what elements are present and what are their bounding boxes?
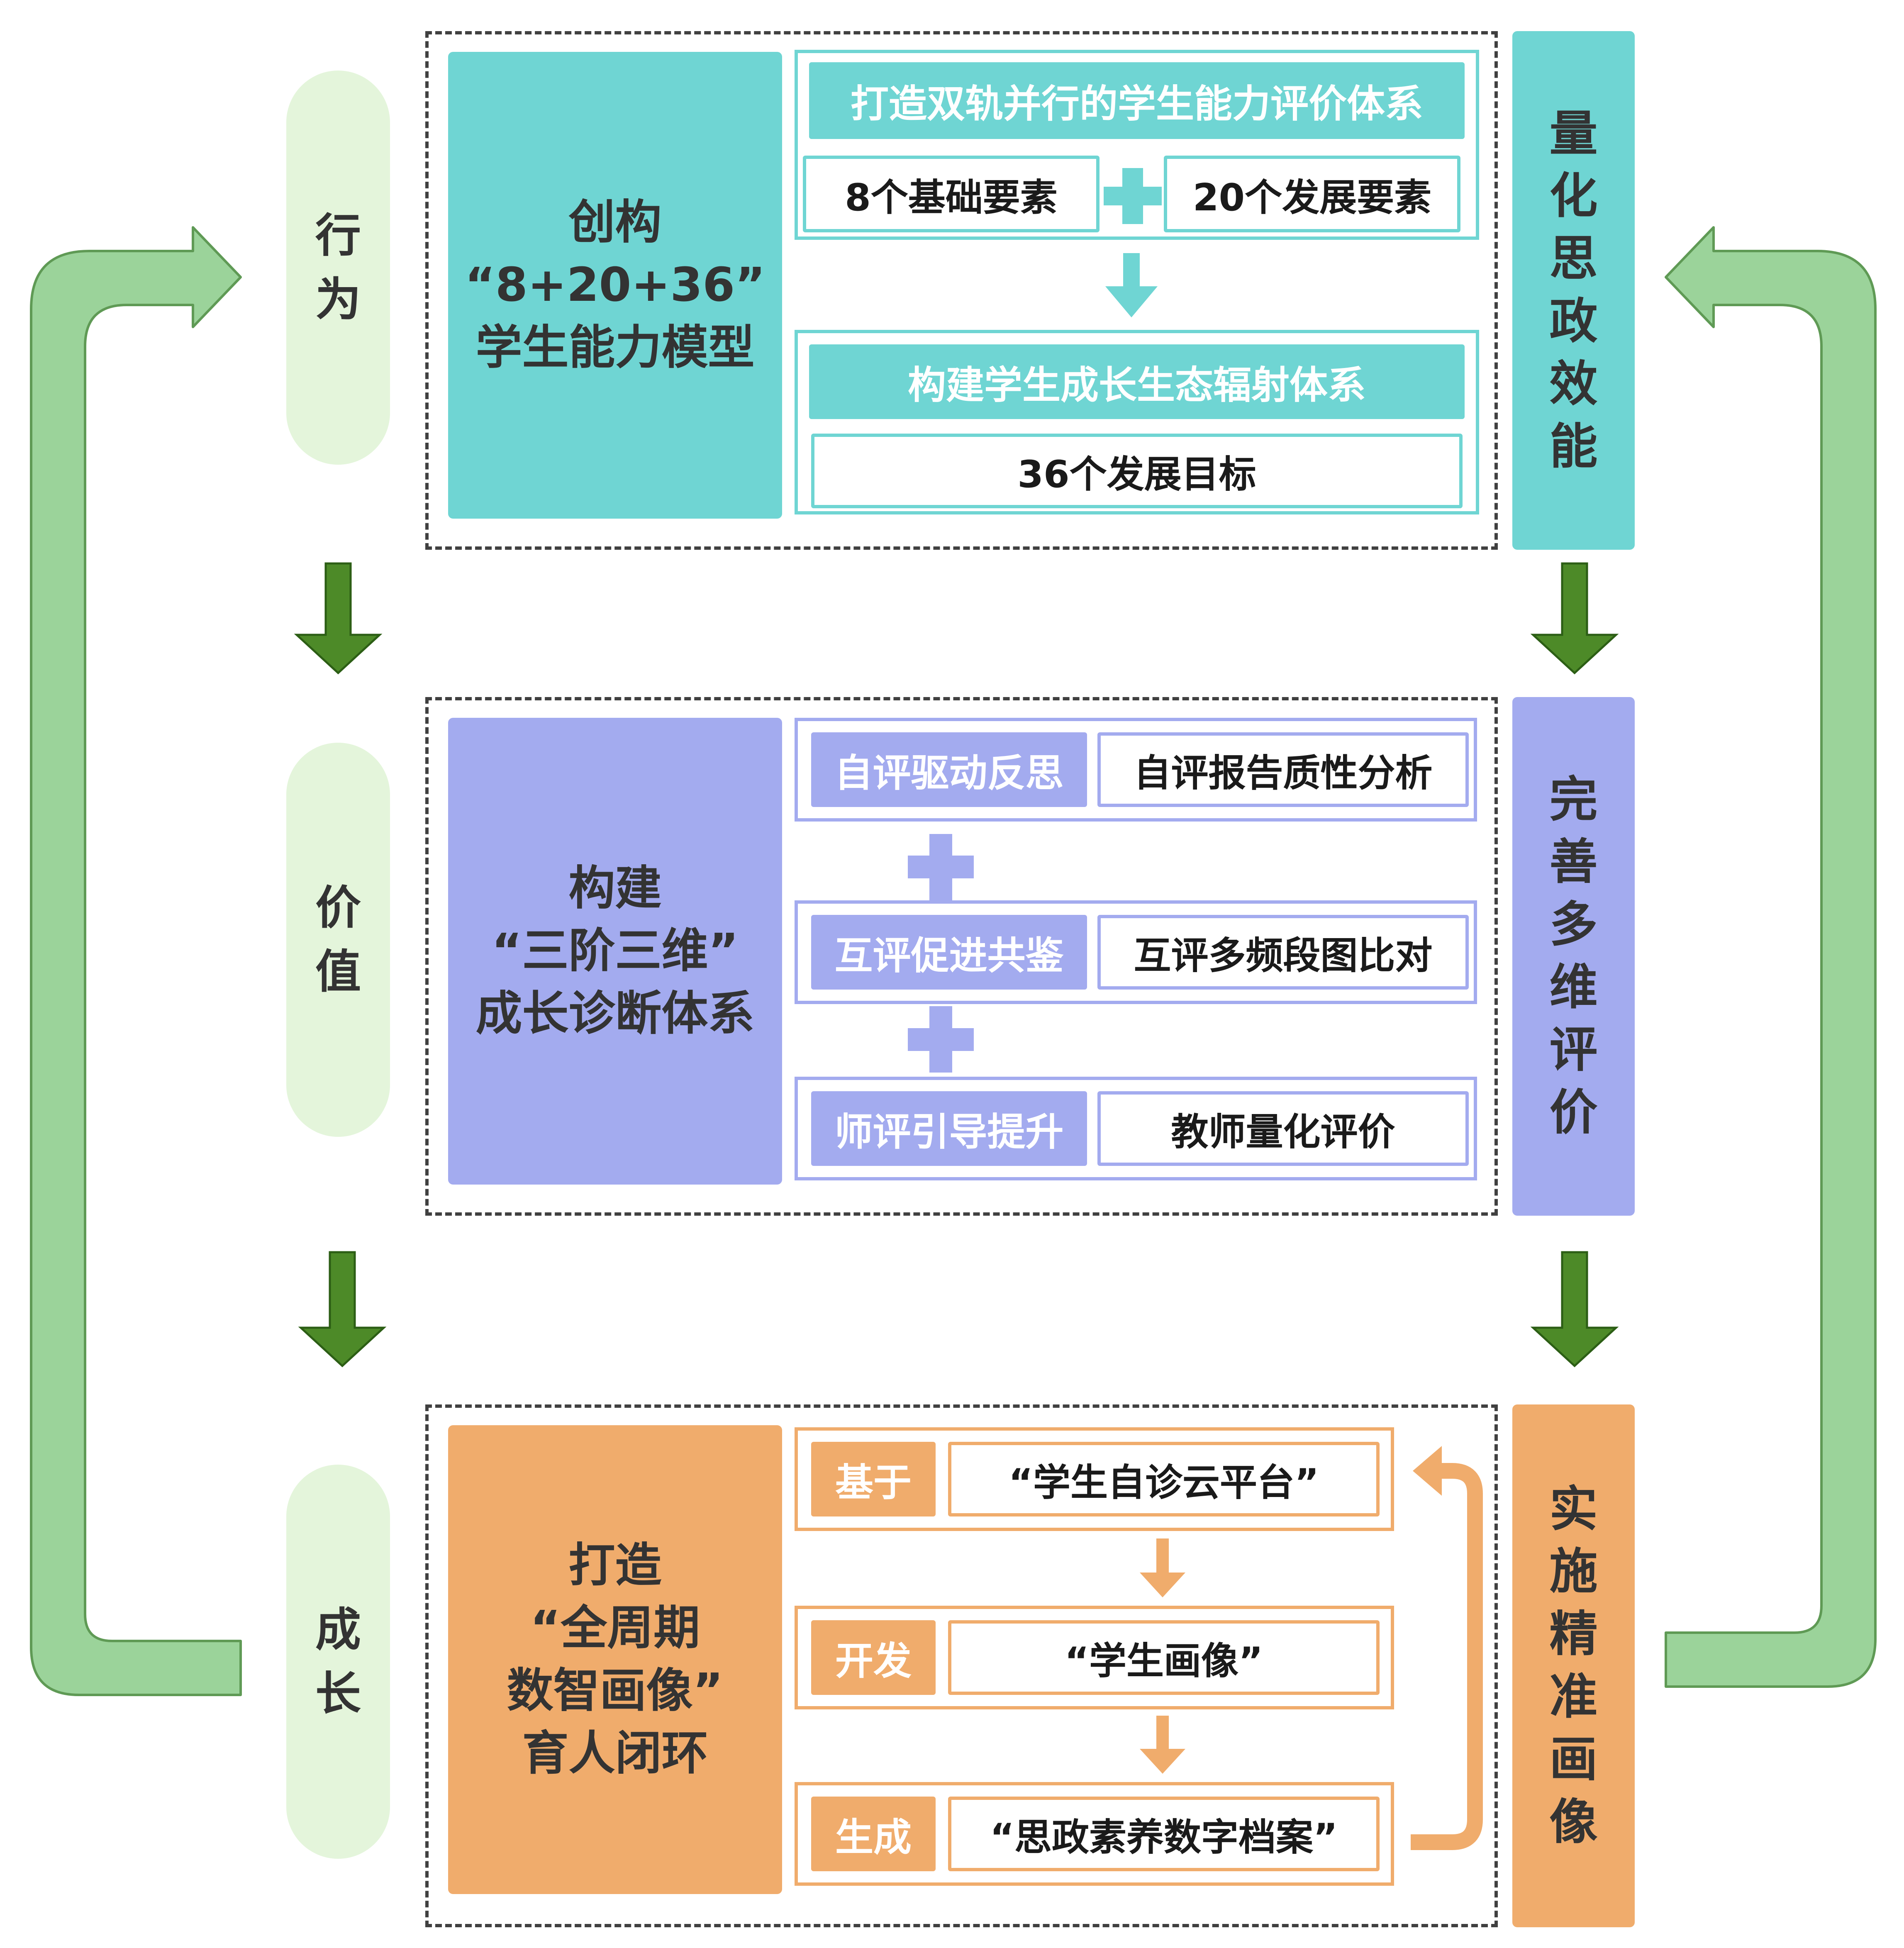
- stage-pill-behavior: 行 为: [286, 71, 390, 465]
- ecosystem-header: 构建学生成长生态辐射体系: [809, 344, 1465, 419]
- section-portrait-loop: [425, 1404, 1498, 1927]
- plus-icon-purple-1: [908, 834, 974, 900]
- teacher-eval-box: 教师量化评价: [1097, 1091, 1469, 1166]
- orange-down-arrow-1: [1140, 1538, 1185, 1597]
- side-char: 维: [1549, 959, 1598, 1015]
- ecosystem-frame: [795, 330, 1479, 514]
- plus-icon-purple-2: [908, 1006, 974, 1073]
- side-char: 效: [1549, 356, 1598, 412]
- stage-char: 为: [315, 273, 361, 326]
- side-char: 能: [1549, 418, 1598, 475]
- left-down-arrow-1: [294, 562, 383, 675]
- development-elements-box: 20个发展要素: [1164, 156, 1460, 232]
- right-down-arrow-2: [1530, 1251, 1619, 1368]
- side-char: 完: [1549, 771, 1598, 828]
- diagnosis-system-title: 构建 “三阶三维” 成长诊断体系: [448, 718, 782, 1185]
- title-line: 成长诊断体系: [475, 987, 755, 1041]
- peer-eval-frame: [795, 900, 1477, 1004]
- teacher-eval-frame: [795, 1077, 1477, 1180]
- stage-char: 行: [315, 209, 361, 262]
- side-char: 实: [1549, 1481, 1598, 1537]
- stage-char: 值: [315, 945, 361, 998]
- stage-char: 成: [315, 1603, 361, 1656]
- left-loop-arrow: [30, 226, 242, 1696]
- title-line: 学生能力模型: [475, 321, 755, 375]
- side-label-quantify: 量 化 思 政 效 能: [1512, 31, 1635, 550]
- side-char: 精: [1549, 1606, 1598, 1663]
- stage-char: 长: [315, 1667, 361, 1720]
- plus-icon-teal: [1104, 168, 1162, 224]
- stage-pill-growth: 成 长: [286, 1465, 390, 1859]
- side-char: 量: [1549, 105, 1598, 162]
- stage-pill-value: 价 值: [286, 743, 390, 1137]
- side-char: 价: [1549, 1084, 1598, 1141]
- teal-down-arrow: [1105, 253, 1158, 317]
- side-char: 思: [1549, 231, 1598, 287]
- student-portrait-frame: [795, 1606, 1394, 1709]
- side-char: 像: [1549, 1794, 1598, 1850]
- side-char: 善: [1549, 834, 1598, 890]
- peer-eval-tag: 互评促进共鉴: [811, 915, 1087, 990]
- title-line: “8+20+36”: [465, 258, 766, 312]
- based-on-tag: 基于: [811, 1442, 936, 1516]
- right-loop-arrow: [1665, 226, 1877, 1688]
- side-char: 政: [1549, 293, 1598, 349]
- cloud-platform-box: “学生自诊云平台”: [948, 1442, 1380, 1516]
- side-label-multi-eval: 完 善 多 维 评 价: [1512, 697, 1635, 1216]
- self-eval-tag: 自评驱动反思: [811, 732, 1087, 807]
- basic-elements-box: 8个基础要素: [803, 156, 1099, 232]
- side-char: 评: [1549, 1022, 1598, 1078]
- section-diagnosis-system: [425, 697, 1498, 1216]
- title-line: 数智画像”: [507, 1664, 724, 1718]
- cloud-platform-frame: [795, 1427, 1394, 1531]
- side-char: 化: [1549, 168, 1598, 224]
- orange-return-arrow: [1411, 1463, 1483, 1850]
- section-ability-model: [425, 31, 1498, 550]
- title-line: 构建: [568, 861, 662, 915]
- orange-down-arrow-2: [1140, 1716, 1185, 1774]
- orange-return-arrowhead: [1413, 1446, 1442, 1496]
- title-line: “三阶三维”: [491, 924, 739, 978]
- teacher-eval-tag: 师评引导提升: [811, 1091, 1087, 1166]
- side-char: 多: [1549, 897, 1598, 953]
- generate-tag: 生成: [811, 1797, 936, 1871]
- dual-track-frame: [795, 50, 1479, 240]
- dual-track-header: 打造双轨并行的学生能力评价体系: [809, 62, 1465, 139]
- side-char: 施: [1549, 1543, 1598, 1600]
- right-down-arrow-1: [1530, 562, 1619, 675]
- student-portrait-box: “学生画像”: [948, 1620, 1380, 1695]
- side-char: 准: [1549, 1669, 1598, 1725]
- title-line: 创构: [568, 195, 662, 249]
- side-char: 画: [1549, 1731, 1598, 1787]
- digital-archive-frame: [795, 1782, 1394, 1886]
- ability-model-title: 创构 “8+20+36” 学生能力模型: [448, 52, 782, 519]
- side-label-precise-portrait: 实 施 精 准 画 像: [1512, 1404, 1635, 1927]
- title-line: 打造: [568, 1538, 662, 1592]
- title-line: 育人闭环: [522, 1726, 708, 1781]
- peer-eval-box: 互评多频段图比对: [1097, 915, 1469, 990]
- title-line: “全周期: [530, 1601, 700, 1655]
- stage-char: 价: [315, 881, 361, 934]
- development-goals-box: 36个发展目标: [811, 434, 1463, 508]
- self-eval-frame: [795, 718, 1477, 822]
- left-down-arrow-2: [298, 1251, 387, 1368]
- portrait-loop-title: 打造 “全周期 数智画像” 育人闭环: [448, 1425, 782, 1894]
- develop-tag: 开发: [811, 1620, 936, 1695]
- self-eval-box: 自评报告质性分析: [1097, 732, 1469, 807]
- digital-archive-box: “思政素养数字档案”: [948, 1797, 1380, 1871]
